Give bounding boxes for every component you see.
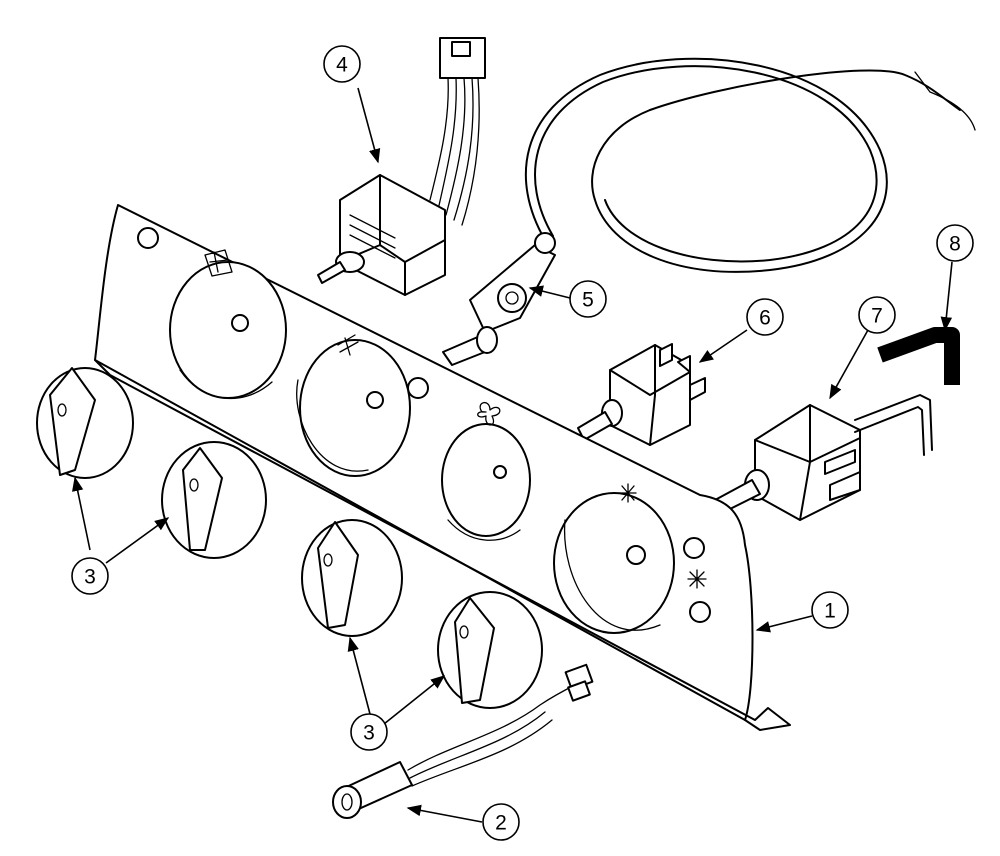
- thermostat-bracket-5: [442, 232, 556, 366]
- callout-2: 2: [482, 803, 520, 841]
- knob-2: [161, 441, 267, 559]
- switch-4-harness: [429, 37, 486, 226]
- leader-lines: [72, 87, 953, 823]
- toggle-switch-7: [714, 394, 933, 521]
- rocker-switch-4: [317, 174, 446, 296]
- light-icon: [619, 483, 637, 503]
- fan-icon: [477, 402, 501, 426]
- knob-1: [36, 367, 134, 479]
- callout-8: 8: [936, 224, 974, 262]
- callout-4: 4: [323, 45, 361, 83]
- knob-3: [301, 519, 403, 637]
- beacon-icon: [687, 569, 707, 589]
- callout-3-left-label: 3: [84, 566, 96, 589]
- callout-1-label: 1: [824, 600, 836, 623]
- callout-5: 5: [569, 280, 607, 318]
- knob-4: [437, 591, 543, 709]
- tube-8: [877, 327, 960, 385]
- callout-6: 6: [746, 298, 784, 336]
- callout-3-bottom: 3: [350, 713, 388, 751]
- callout-2-label: 2: [495, 812, 507, 835]
- callout-5-label: 5: [582, 289, 594, 312]
- callout-7: 7: [858, 296, 896, 334]
- callout-7-label: 7: [871, 305, 883, 328]
- callout-4-label: 4: [336, 54, 348, 77]
- callout-1: 1: [811, 591, 849, 629]
- callout-3-bottom-label: 3: [363, 722, 375, 745]
- indicator-lamp-2: [332, 663, 594, 819]
- callout-6-label: 6: [759, 307, 771, 330]
- callout-3-left: 3: [71, 557, 109, 595]
- defrost-icon: [204, 249, 233, 277]
- callout-8-label: 8: [949, 233, 961, 256]
- control-panel-1: [94, 204, 791, 731]
- thermostat-cable: [524, 57, 976, 273]
- toggle-switch-6: [577, 343, 706, 446]
- heater-icon: [337, 334, 359, 356]
